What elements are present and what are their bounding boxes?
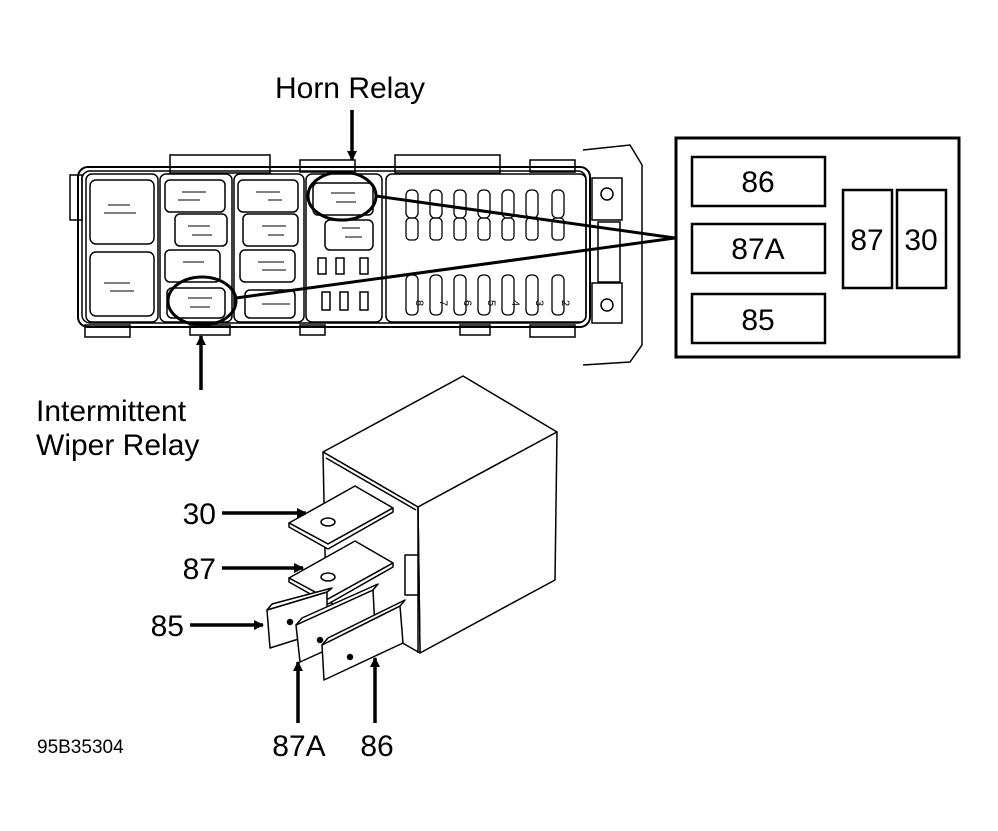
pin-85-slot [690, 292, 827, 345]
relay-terminals [266, 485, 406, 681]
terminal-label-87a: 87A [272, 730, 325, 763]
pin-label-87: 87 [850, 224, 883, 257]
horn-relay-label: Horn Relay [275, 72, 425, 105]
fuse-number: 8 [413, 300, 425, 306]
fuse-number: 4 [509, 300, 521, 306]
terminal-label-86: 86 [360, 730, 393, 763]
pin-87-slot [841, 188, 894, 290]
fuse-number: 7 [437, 300, 449, 306]
pin-label-30: 30 [904, 224, 937, 257]
socket-pinout-panel: 86 87A 85 87 30 [674, 136, 961, 359]
terminal-label-85: 85 [151, 610, 184, 643]
fuse-relay-box [69, 154, 591, 338]
wiper-relay-label-line1: Intermittent [36, 395, 187, 428]
pin-label-87a: 87A [731, 233, 784, 266]
wiper-relay-label-line2: Wiper Relay [36, 429, 199, 462]
relay-label-marks [104, 191, 362, 308]
pin-87a-slot [690, 222, 827, 275]
fuse-slots [405, 189, 565, 316]
terminal-label-30: 30 [183, 498, 216, 531]
pin-label-86: 86 [741, 166, 774, 199]
pin-30-slot [895, 188, 948, 290]
pin-label-85: 85 [741, 304, 774, 337]
box-end-connector [582, 144, 643, 366]
leader-line-horn [375, 194, 676, 240]
terminal-label-87: 87 [183, 553, 216, 586]
fuse-number: 3 [533, 300, 545, 306]
fuse-number: 2 [559, 300, 571, 306]
wiper-relay-highlight [166, 275, 238, 327]
figure-id: 95B35304 [37, 737, 124, 758]
fuse-numbers: 8 7 6 5 4 3 2 [413, 300, 571, 306]
fuse-number: 6 [461, 300, 473, 306]
pin-86-slot [690, 155, 827, 208]
horn-relay-highlight [306, 170, 378, 222]
fuse-number: 5 [485, 300, 497, 306]
leader-line-wiper [235, 236, 676, 300]
